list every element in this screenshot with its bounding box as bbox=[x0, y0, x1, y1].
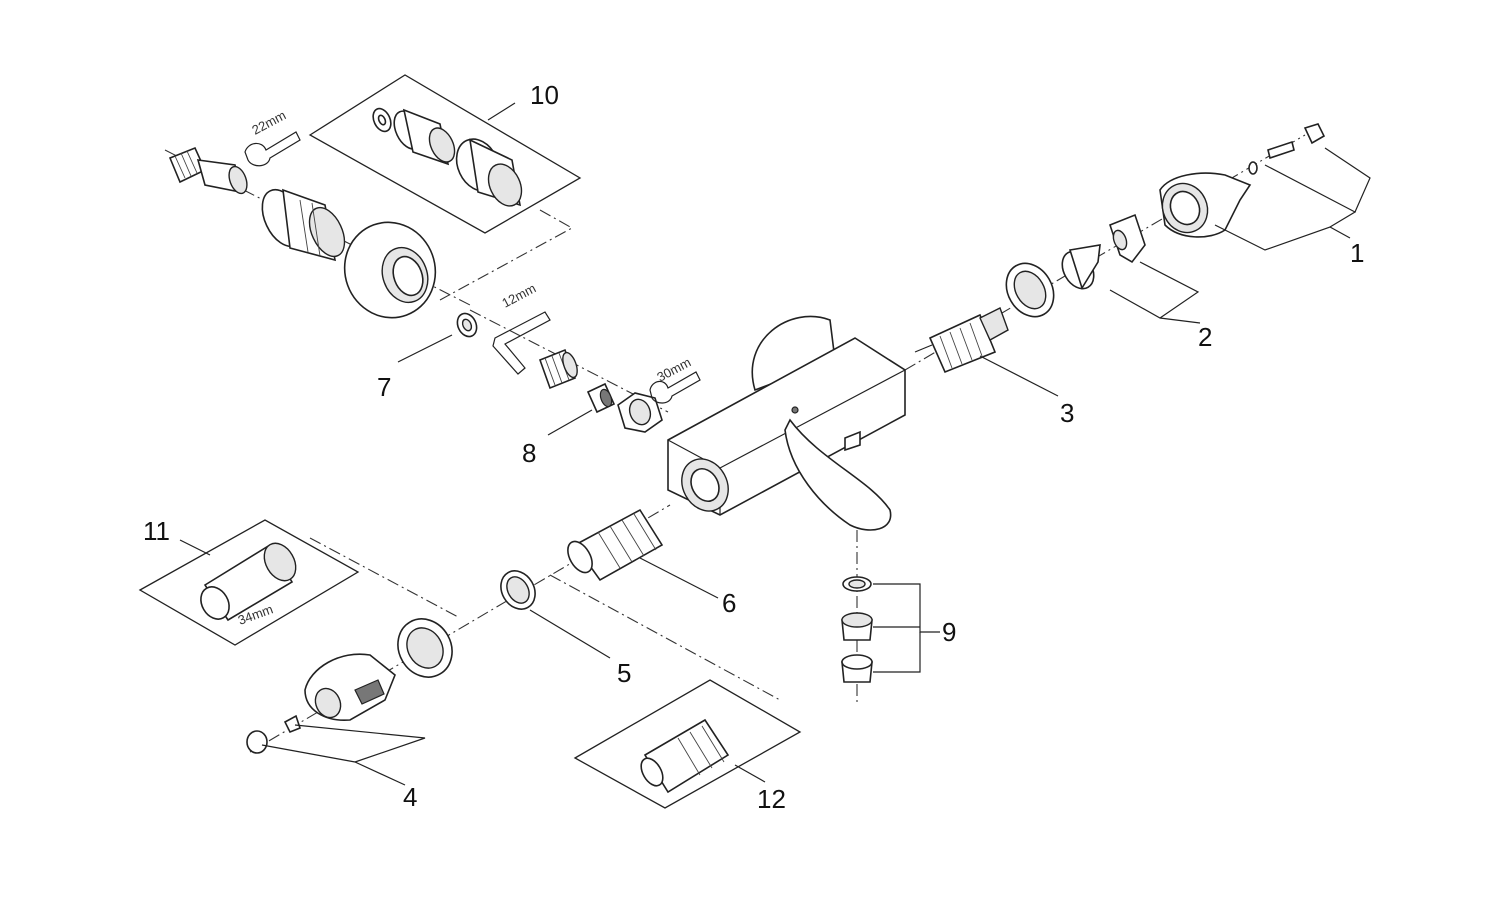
leader-12 bbox=[734, 764, 766, 783]
part-9-aerator-set bbox=[841, 576, 873, 683]
wrench-30-label: 30mm bbox=[654, 354, 693, 384]
leader-9 bbox=[873, 583, 940, 633]
leader-lines bbox=[179, 102, 1371, 786]
inlet-elbow-fitting bbox=[168, 146, 248, 195]
part-7-washer bbox=[456, 312, 478, 338]
axis-kit-11 bbox=[309, 537, 461, 619]
leader-1 bbox=[1214, 224, 1351, 251]
part-1-screw-set bbox=[1248, 123, 1326, 175]
part-2-stop-ring bbox=[1061, 244, 1101, 290]
callout-7: 7 bbox=[377, 372, 391, 402]
callout-5: 5 bbox=[617, 658, 631, 688]
part-1-thermostat-handle bbox=[1159, 172, 1252, 238]
wall-flange bbox=[751, 315, 836, 392]
body-nipple bbox=[844, 430, 861, 452]
callout-10: 10 bbox=[530, 80, 559, 110]
union-nut bbox=[617, 392, 663, 433]
kit-11-group: 34mm bbox=[138, 519, 360, 646]
callout-8: 8 bbox=[522, 438, 536, 468]
wrench-22-label: 22mm bbox=[249, 107, 288, 137]
kit-10-box bbox=[308, 74, 582, 234]
callout-11: 11 bbox=[143, 516, 170, 546]
right-handle-parts bbox=[914, 123, 1326, 374]
leader-3 bbox=[979, 355, 1059, 397]
callout-12: 12 bbox=[757, 784, 786, 814]
kit-10-sleeve bbox=[393, 108, 456, 166]
part-5-ring bbox=[500, 570, 536, 610]
kit-12-group bbox=[573, 679, 802, 809]
part-4-ring bbox=[397, 618, 453, 678]
callout-2: 2 bbox=[1198, 322, 1212, 352]
leader-5 bbox=[529, 609, 611, 659]
callout-6: 6 bbox=[722, 588, 736, 618]
part-4-cap bbox=[246, 714, 301, 754]
spout bbox=[784, 418, 892, 531]
callout-1: 1 bbox=[1350, 238, 1364, 268]
callout-numbers: 1 2 3 4 5 6 7 8 9 10 11 12 bbox=[143, 80, 1364, 814]
callout-4: 4 bbox=[403, 782, 417, 812]
axis-kit-10 bbox=[439, 209, 574, 301]
kit-10-cover bbox=[455, 138, 523, 207]
inlet-adapter-sleeve bbox=[261, 188, 346, 262]
part-4-handle bbox=[304, 653, 396, 721]
hex-key-12-label: 12mm bbox=[499, 280, 538, 310]
callout-9: 9 bbox=[942, 617, 956, 647]
callout-3: 3 bbox=[1060, 398, 1074, 428]
wrench-30mm-icon: 30mm bbox=[649, 354, 701, 404]
nipple-fitting bbox=[538, 348, 578, 390]
body-marker bbox=[791, 406, 799, 414]
axis-kit-12 bbox=[549, 574, 781, 701]
leader-6 bbox=[639, 557, 719, 599]
left-handle-parts bbox=[246, 508, 664, 754]
kit-10-group bbox=[308, 74, 582, 234]
leader-11 bbox=[179, 539, 211, 556]
leader-4 bbox=[261, 744, 406, 786]
leader-8 bbox=[547, 409, 593, 436]
left-inlet-parts: 22mm bbox=[168, 107, 437, 319]
mixer-body bbox=[667, 315, 906, 531]
wall-rosette bbox=[343, 221, 437, 319]
kit-12-box bbox=[573, 679, 802, 809]
kit-11-box bbox=[138, 519, 360, 646]
body-outlet-inner bbox=[690, 467, 720, 503]
leader-7 bbox=[397, 334, 453, 363]
wrench-22mm-icon: 22mm bbox=[244, 107, 301, 167]
part-8-check-valve bbox=[586, 382, 616, 414]
part-3-cartridge bbox=[914, 307, 1009, 374]
leader-10 bbox=[487, 102, 516, 121]
part-6-cartridge bbox=[567, 508, 664, 582]
part-2-stop-clip bbox=[1109, 213, 1146, 264]
adjustment-ring bbox=[1005, 262, 1055, 318]
